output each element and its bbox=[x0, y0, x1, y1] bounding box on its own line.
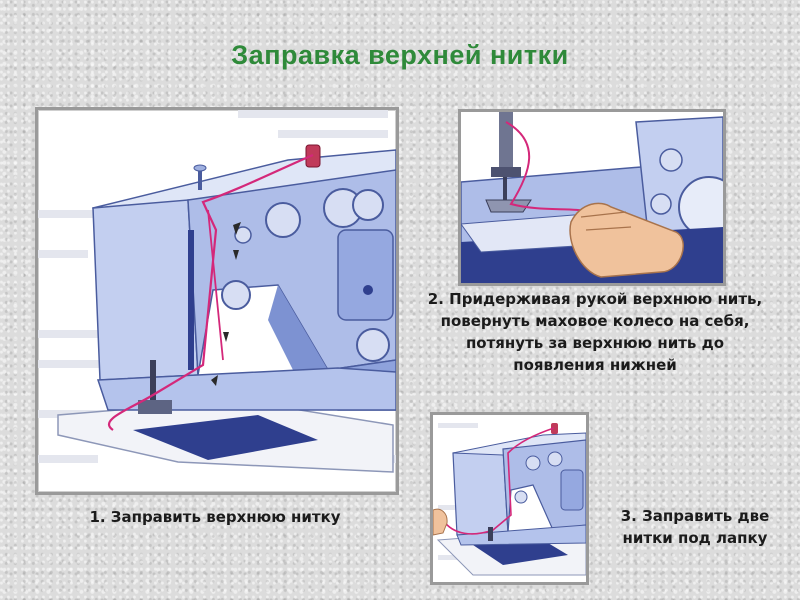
sewing-machine-illustration bbox=[38, 110, 396, 473]
step-1-caption: 1. Заправить верхнюю нитку bbox=[89, 508, 341, 526]
page-title: Заправка верхней нитки bbox=[231, 40, 569, 70]
step-3-illustration bbox=[430, 412, 589, 585]
step-2-illustration bbox=[458, 109, 726, 286]
hand-illustration bbox=[569, 202, 684, 278]
step-1-illustration bbox=[35, 107, 399, 495]
step-2-caption: 2. Придерживая рукой верхнюю нить, повер… bbox=[427, 290, 763, 374]
step-3-caption: 3. Заправить две нитки под лапку bbox=[620, 507, 770, 547]
